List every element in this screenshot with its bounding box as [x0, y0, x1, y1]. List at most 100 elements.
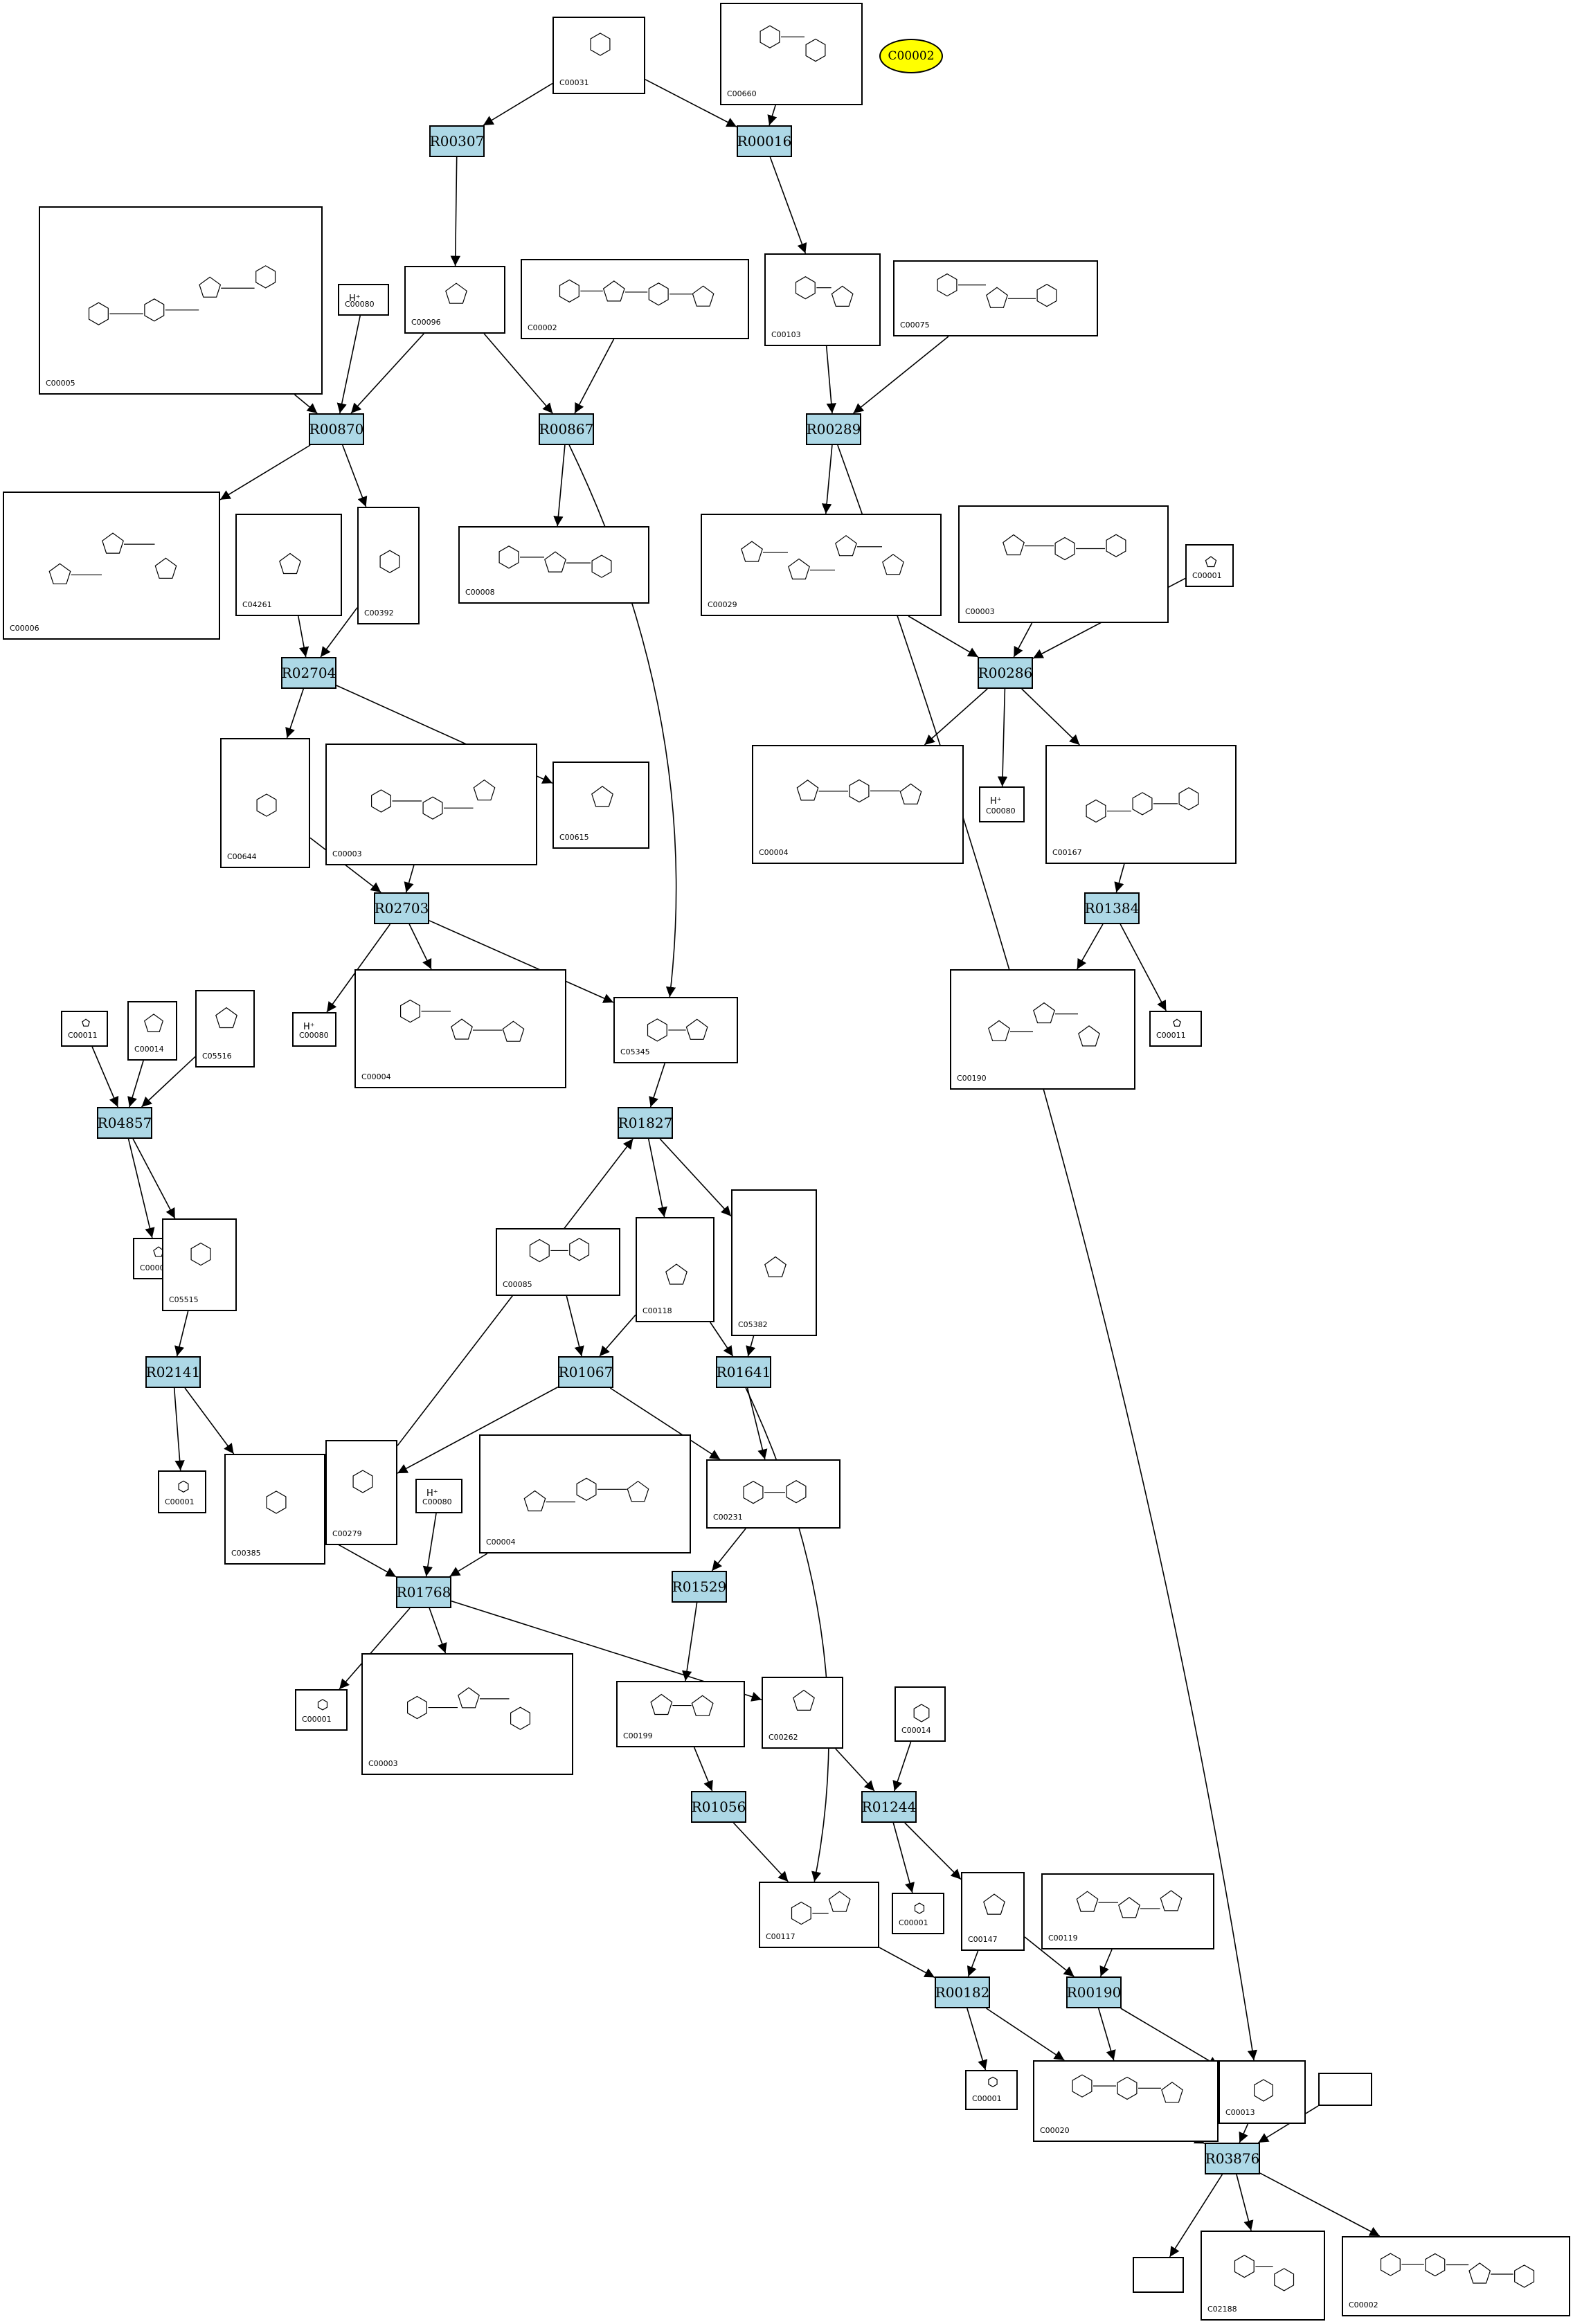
reaction-node-r00286[interactable]: R00286 [978, 657, 1033, 689]
reaction-node-r01067[interactable]: R01067 [558, 1356, 613, 1388]
compound-box-c00075[interactable]: C00075 [893, 260, 1098, 336]
compound-box-c00003b[interactable]: C00003 [325, 744, 537, 865]
compound-box-c00080d[interactable]: H⁺C00080 [415, 1479, 462, 1513]
compound-id-label: C00029 [708, 600, 737, 609]
edge-c00003a-R00286 [1013, 622, 1033, 658]
compound-box-c00080a[interactable]: H⁺C00080 [338, 284, 389, 316]
compound-id-label: C00001 [972, 2094, 1002, 2103]
compound-box-c05382[interactable]: C05382 [731, 1189, 817, 1336]
compound-box-c00005[interactable]: C00005 [39, 206, 323, 395]
compound-box-c00118[interactable]: C00118 [636, 1217, 714, 1322]
reaction-node-r00289[interactable]: R00289 [806, 413, 861, 445]
reaction-node-r02703[interactable]: R02703 [374, 892, 429, 924]
edge-R00289-c00029 [821, 444, 833, 514]
compound-box-c00001e[interactable]: C00001 [892, 1893, 944, 1934]
reaction-node-r00182[interactable]: R00182 [935, 1976, 990, 2008]
compound-box-c00011b[interactable]: C00011 [1149, 1011, 1202, 1047]
compound-box-c00231[interactable]: C00231 [706, 1459, 841, 1529]
compound-box-c00004b[interactable]: C00004 [354, 969, 566, 1088]
compound-box-c00385[interactable]: C00385 [224, 1454, 325, 1565]
reaction-node-r02704[interactable]: R02704 [281, 657, 336, 689]
compound-box-c00190[interactable]: C00190 [950, 969, 1135, 1090]
compound-box-c00103[interactable]: C00103 [764, 253, 881, 346]
compound-structure [766, 1681, 839, 1729]
compound-structure [557, 766, 645, 829]
compound-box-blank1[interactable] [1318, 2073, 1372, 2106]
compound-box-c00001c[interactable]: C00001 [158, 1470, 206, 1513]
compound-structure [224, 742, 306, 849]
compound-box-c00001a[interactable]: C00001 [1185, 544, 1234, 587]
compound-box-c05516[interactable]: C05516 [195, 990, 255, 1068]
compound-id-label: C00014 [901, 1726, 931, 1735]
compound-box-c00006[interactable]: C00006 [3, 492, 220, 640]
compound-box-blank2[interactable] [1133, 2257, 1184, 2293]
compound-box-c05515[interactable]: C05515 [162, 1218, 237, 1311]
compound-box-c00020[interactable]: C00020 [1033, 2060, 1219, 2142]
highlight-compound-ellipse[interactable]: C00002 [879, 39, 943, 73]
compound-box-c00392[interactable]: C00392 [357, 507, 420, 624]
reaction-node-r01384[interactable]: R01384 [1084, 892, 1140, 924]
compound-box-c00199[interactable]: C00199 [616, 1681, 745, 1747]
reaction-node-r04857[interactable]: R04857 [97, 1107, 152, 1139]
compound-box-c00080b[interactable]: H⁺C00080 [979, 786, 1025, 822]
compound-id-label: C00392 [364, 609, 394, 618]
edge-R03876-c00002b [1259, 2172, 1381, 2237]
reaction-node-r01244[interactable]: R01244 [861, 1791, 917, 1823]
compound-box-c00004c[interactable]: C00004 [479, 1434, 691, 1553]
reaction-node-r02141[interactable]: R02141 [145, 1356, 201, 1388]
compound-box-c02188[interactable]: C02188 [1201, 2231, 1325, 2321]
edge-c00075-R00289 [852, 336, 949, 414]
compound-box-c00002b[interactable]: C00002 [1342, 2236, 1570, 2316]
compound-box-c00262[interactable]: C00262 [762, 1677, 843, 1749]
reaction-node-r00867[interactable]: R00867 [539, 413, 594, 445]
compound-structure [1050, 749, 1232, 845]
reaction-node-r01768[interactable]: R01768 [396, 1576, 451, 1608]
compound-box-c00008[interactable]: C00008 [458, 526, 649, 604]
reaction-node-r01827[interactable]: R01827 [618, 1107, 673, 1139]
reaction-node-r00870[interactable]: R00870 [309, 413, 364, 445]
compound-box-c00013[interactable]: C00013 [1219, 2060, 1306, 2124]
compound-box-c00147[interactable]: C00147 [961, 1872, 1025, 1951]
compound-box-c00001d[interactable]: C00001 [295, 1689, 348, 1731]
compound-box-c00119[interactable]: C00119 [1041, 1873, 1214, 1949]
compound-id-label: C00031 [559, 78, 589, 87]
compound-box-c00003a[interactable]: C00003 [958, 505, 1169, 623]
edge-R02141-c00385 [184, 1387, 235, 1454]
reaction-node-r01641[interactable]: R01641 [716, 1356, 771, 1388]
compound-box-c00003c[interactable]: C00003 [361, 1653, 573, 1775]
compound-box-c00011a[interactable]: C00011 [61, 1011, 108, 1047]
edge-c00014a-R04857 [127, 1060, 144, 1108]
edge-c00231-R01529 [711, 1528, 746, 1571]
compound-box-c04261[interactable]: C04261 [235, 514, 342, 616]
compound-box-c00014a[interactable]: C00014 [127, 1001, 177, 1061]
compound-box-c00644[interactable]: C00644 [220, 738, 310, 868]
compound-id-label: C00004 [486, 1538, 516, 1547]
reaction-node-r01056[interactable]: R01056 [691, 1791, 746, 1823]
edge-R01067-c00231 [609, 1387, 721, 1460]
compound-box-c05345[interactable]: C05345 [613, 997, 738, 1063]
compound-box-c00002a[interactable]: C00002 [521, 259, 749, 339]
compound-box-c00660[interactable]: C00660 [720, 3, 863, 105]
compound-structure [65, 1015, 104, 1027]
compound-structure [710, 1463, 836, 1509]
compound-id-label: C00011 [68, 1031, 98, 1040]
compound-box-c00029[interactable]: C00029 [701, 514, 942, 616]
reaction-node-r00190[interactable]: R00190 [1066, 1976, 1122, 2008]
compound-box-c00031[interactable]: C00031 [552, 17, 645, 94]
compound-box-c00085[interactable]: C00085 [496, 1228, 620, 1296]
compound-structure [897, 264, 1094, 317]
compound-box-c00096[interactable]: C00096 [404, 266, 505, 334]
compound-box-c00001f[interactable]: C00001 [965, 2070, 1018, 2110]
compound-box-c00080c[interactable]: H⁺C00080 [292, 1012, 336, 1047]
compound-box-c00615[interactable]: C00615 [552, 762, 649, 849]
edge-c00004c-R01768 [449, 1553, 488, 1577]
reaction-node-r00016[interactable]: R00016 [737, 125, 792, 157]
compound-box-c00004a[interactable]: C00004 [752, 745, 964, 864]
reaction-node-r01529[interactable]: R01529 [672, 1571, 727, 1603]
compound-box-c00014b[interactable]: C00014 [895, 1686, 946, 1742]
compound-box-c00279[interactable]: C00279 [325, 1440, 397, 1545]
reaction-node-r00307[interactable]: R00307 [429, 125, 485, 157]
reaction-node-r03876[interactable]: R03876 [1205, 2143, 1260, 2174]
compound-box-c00167[interactable]: C00167 [1045, 745, 1237, 864]
compound-box-c00117[interactable]: C00117 [759, 1882, 879, 1948]
